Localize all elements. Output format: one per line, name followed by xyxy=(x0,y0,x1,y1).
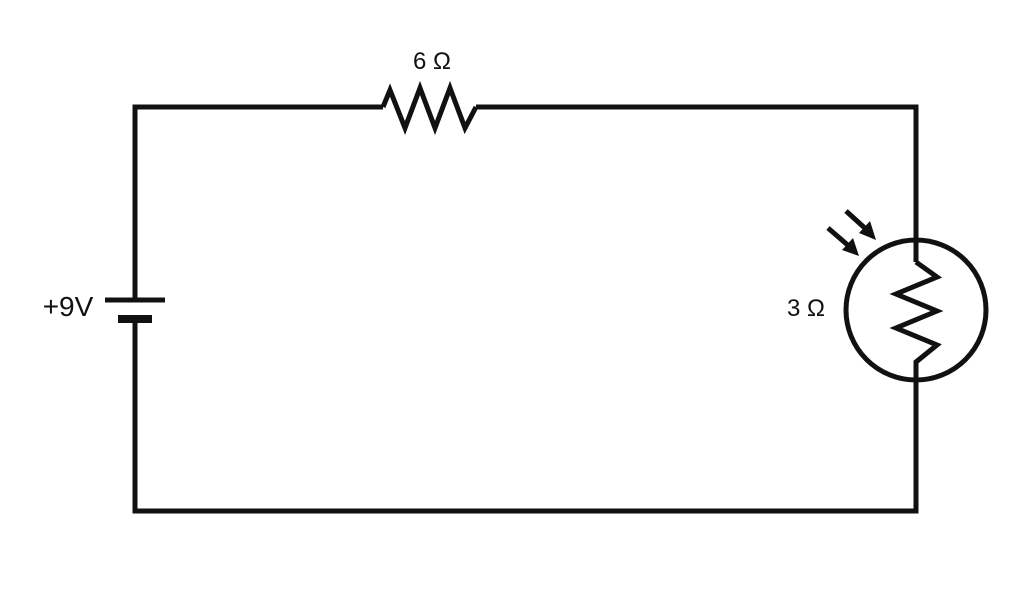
light-arrows-icon xyxy=(826,209,876,256)
resistor-label: 6 Ω xyxy=(413,48,451,75)
photoresistor-label: 3 Ω xyxy=(787,295,825,322)
wire-bottom xyxy=(132,320,919,514)
resistor-zigzag xyxy=(380,80,479,136)
battery-label: +9V xyxy=(43,291,94,322)
wire-left-upper xyxy=(132,104,383,300)
wire-top-right xyxy=(476,104,919,262)
resistor: 6 Ω xyxy=(380,48,479,136)
photoresistor: 3 Ω xyxy=(787,209,989,383)
battery: +9V xyxy=(43,291,165,323)
photoresistor-zigzag xyxy=(889,259,944,380)
